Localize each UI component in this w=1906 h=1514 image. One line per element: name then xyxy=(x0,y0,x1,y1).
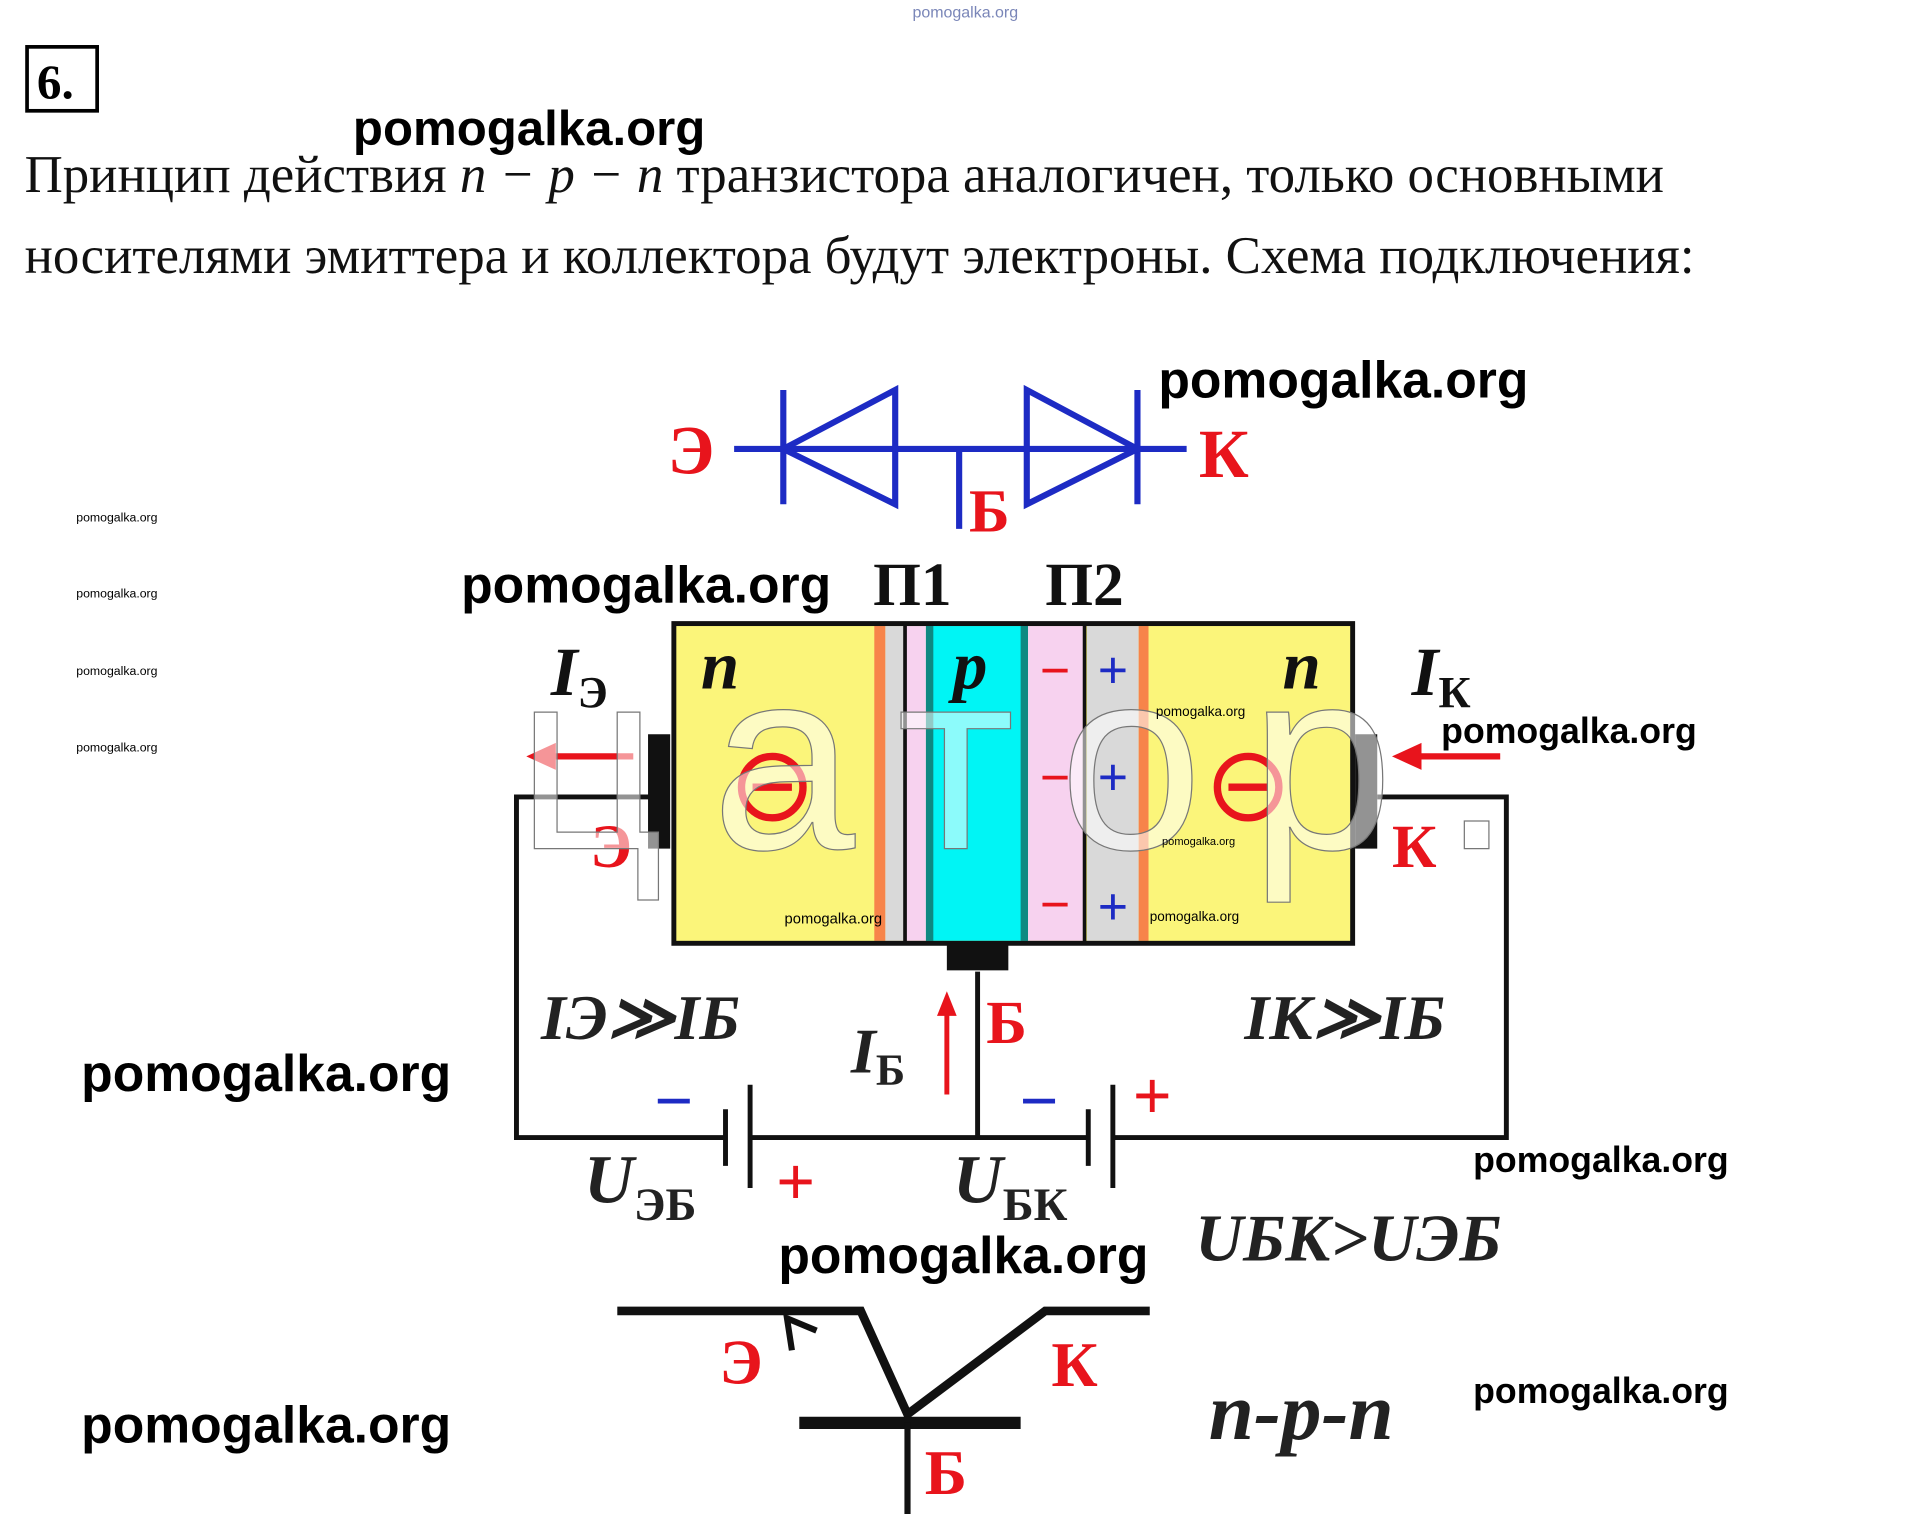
diode-collector-label: К xyxy=(1199,416,1249,492)
base-terminal-label: Б xyxy=(986,989,1027,1057)
collector-terminal-label: К xyxy=(1392,813,1437,881)
task-number-box xyxy=(25,45,99,113)
watermark-small: pomogalka.org xyxy=(1156,704,1245,719)
symbol-base-label: Б xyxy=(925,1437,967,1508)
plus-sign: + xyxy=(776,1144,815,1220)
plus-sign: + xyxy=(1133,1058,1172,1134)
battery-emitter-base xyxy=(723,1084,753,1189)
watermark-small: pomogalka.org xyxy=(1162,836,1235,848)
task-number: 6. xyxy=(37,55,74,110)
collector-electrode xyxy=(1355,734,1378,849)
watermark-small: pomogalka.org xyxy=(76,664,157,678)
current-subscript: Э xyxy=(578,668,608,717)
ubk-label: UБК xyxy=(953,1142,1068,1231)
watermark-small: pomogalka.org xyxy=(76,511,157,525)
minus-charge: − xyxy=(1040,748,1071,808)
plus-charge: + xyxy=(1097,641,1128,701)
region-p: p xyxy=(948,628,987,704)
watermark-small: pomogalka.org xyxy=(785,912,883,928)
paragraph-line-1: Принцип действия n − p − n транзистора а… xyxy=(25,146,1664,204)
base-electrode xyxy=(946,943,1009,971)
diode-base-label: Б xyxy=(969,477,1010,545)
electron-icon xyxy=(737,752,807,822)
minus-charge: − xyxy=(1040,641,1071,701)
watermark: pomogalka.org xyxy=(1473,1371,1729,1411)
base-current-arrow xyxy=(937,991,957,1095)
voltage-subscript: БК xyxy=(1003,1179,1068,1231)
watermark: pomogalka.org xyxy=(81,1396,451,1454)
circuit-wires xyxy=(514,794,1509,1141)
electron-icon xyxy=(1213,752,1283,822)
region-n-left: n xyxy=(701,628,739,704)
text-part: Принцип действия xyxy=(25,146,460,204)
minus-sign: − xyxy=(654,1063,693,1139)
ueb-label: UЭБ xyxy=(584,1142,696,1231)
emitter-current-label: IЭ xyxy=(550,634,608,717)
transistor-type-label: n-p-n xyxy=(1209,1367,1394,1457)
text-part: транзистора аналогичен, только основными xyxy=(663,146,1664,204)
ik-gg-ib-relation: IК≫IБ xyxy=(1243,982,1445,1053)
current-subscript: Б xyxy=(876,1046,905,1095)
battery-polarity: − + − + xyxy=(654,1058,1172,1220)
voltage-symbol: U xyxy=(953,1142,1006,1218)
minus-charge: − xyxy=(1040,874,1071,934)
symbol-emitter-label: Э xyxy=(719,1327,762,1398)
ubk-gt-ueb-relation: UБК>UЭБ xyxy=(1195,1203,1501,1276)
watermark: pomogalka.org xyxy=(778,1226,1148,1284)
diode-emitter-label: Э xyxy=(668,413,715,489)
watermark: pomogalka.org xyxy=(461,556,831,614)
minus-sign: − xyxy=(1019,1063,1058,1139)
top-watermark: pomogalka.org xyxy=(912,4,1018,21)
junction-p1-label: П1 xyxy=(873,551,952,619)
current-subscript: К xyxy=(1438,668,1470,717)
plus-charge: + xyxy=(1097,877,1128,937)
watermark: pomogalka.org xyxy=(353,101,705,156)
voltage-symbol: U xyxy=(584,1142,637,1218)
space-charges: − − − + + + xyxy=(1040,641,1129,937)
emitter-electrode xyxy=(648,734,671,849)
current-symbol: I xyxy=(550,634,580,710)
battery-base-collector xyxy=(1085,1084,1116,1189)
symbol-collector-label: К xyxy=(1051,1329,1097,1400)
base-current-label: IБ xyxy=(850,1015,905,1094)
diode-equivalent xyxy=(734,384,1187,529)
watermark: pomogalka.org xyxy=(81,1044,451,1102)
npn-transistor-symbol xyxy=(617,1306,1150,1514)
collector-current-label: IК xyxy=(1411,634,1471,717)
ie-gg-ib-relation: IЭ≫IБ xyxy=(540,982,740,1053)
plus-charge: + xyxy=(1097,748,1128,808)
watermark: pomogalka.org xyxy=(1473,1140,1729,1180)
emitter-terminal-label: Э xyxy=(590,813,632,881)
watermark-small: pomogalka.org xyxy=(76,587,157,601)
emitter-current-arrow xyxy=(526,742,634,770)
paragraph-line-2: носителями эмиттера и коллектора будут э… xyxy=(25,227,1695,285)
emitter-arrow-icon xyxy=(783,1313,818,1351)
watermark-small: pomogalka.org xyxy=(1150,909,1239,924)
current-symbol: I xyxy=(850,1015,878,1086)
collector-current-arrow xyxy=(1391,742,1501,770)
voltage-subscript: ЭБ xyxy=(634,1179,697,1231)
junction-p2-label: П2 xyxy=(1045,551,1124,619)
watermark-small: pomogalka.org xyxy=(76,740,157,754)
watermark: pomogalka.org xyxy=(1158,350,1528,408)
math-npn: n − p − n xyxy=(460,146,664,204)
region-n-right: n xyxy=(1283,628,1321,704)
current-symbol: I xyxy=(1411,634,1441,710)
watermark: pomogalka.org xyxy=(1441,711,1697,751)
